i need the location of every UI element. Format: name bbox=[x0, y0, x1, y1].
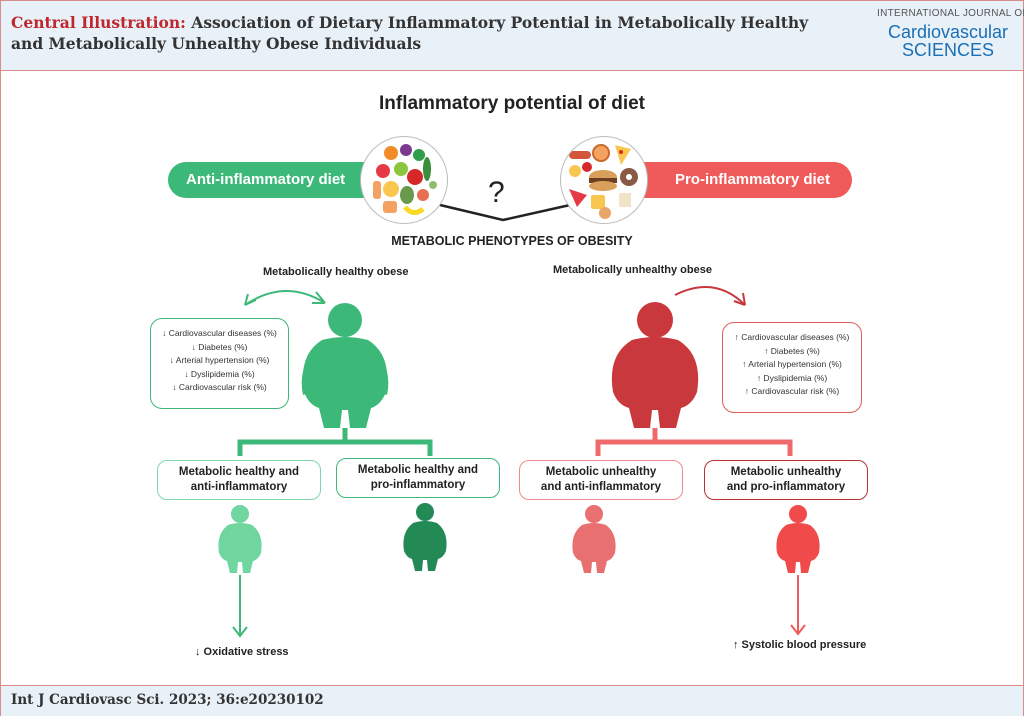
main-title: Inflammatory potential of diet bbox=[378, 93, 646, 114]
risk-item: ↑ Diabetes (%) bbox=[764, 345, 820, 356]
outcome-systolic-pressure: ↑ Systolic blood pressure bbox=[733, 639, 867, 651]
header-title-text: Association of Dietary Inflammatory Pote… bbox=[11, 13, 809, 53]
healthy-risk-box: ↓ Cardiovascular diseases (%) ↓ Diabetes… bbox=[150, 318, 289, 409]
unhealthy-risk-box: ↑ Cardiovascular diseases (%) ↑ Diabetes… bbox=[722, 322, 862, 413]
fruit-vegetable-icon bbox=[360, 136, 448, 224]
subgroup-line: and anti-inflammatory bbox=[540, 481, 662, 493]
risk-item: ↑ Cardiovascular risk (%) bbox=[744, 386, 840, 396]
subgroup-line: anti-inflammatory bbox=[190, 481, 288, 493]
journal-logo-top: INTERNATIONAL JOURNAL OF bbox=[877, 8, 1024, 19]
header-title: Central Illustration: Association of Die… bbox=[11, 12, 841, 54]
tree-connector-healthy bbox=[237, 428, 433, 456]
tree-connector-unhealthy bbox=[595, 428, 793, 456]
obese-person-icon bbox=[572, 505, 616, 573]
pro-inflammatory-diet-label: Pro-inflammatory diet bbox=[674, 171, 830, 188]
footer: Int J Cardiovasc Sci. 2023; 36:e20230102 bbox=[1, 685, 1023, 716]
subgroup-unhealthy-anti: Metabolic unhealthy and anti-inflammatory bbox=[519, 460, 683, 500]
question-mark: ? bbox=[488, 176, 505, 209]
subgroup-healthy-anti: Metabolic healthy and anti-inflammatory bbox=[157, 460, 321, 500]
curved-arrow-unhealthy bbox=[674, 286, 746, 306]
risk-item: ↓ Cardiovascular risk (%) bbox=[172, 382, 267, 392]
diet-connector-line bbox=[439, 203, 571, 222]
subgroup-line: pro-inflammatory bbox=[370, 479, 466, 491]
risk-item: ↓ Arterial hypertension (%) bbox=[169, 355, 270, 365]
fast-food-icon bbox=[560, 136, 648, 224]
obese-person-icon bbox=[403, 503, 447, 571]
obese-person-icon bbox=[218, 505, 262, 573]
healthy-obese-label: Metabolically healthy obese bbox=[263, 266, 409, 278]
header-title-lead: Central Illustration: bbox=[11, 13, 186, 32]
subgroup-line: Metabolic healthy and bbox=[178, 466, 300, 478]
anti-inflammatory-diet-label: Anti-inflammatory diet bbox=[186, 171, 346, 188]
journal-logo-bot: SCIENCES bbox=[901, 40, 995, 60]
citation: Int J Cardiovasc Sci. 2023; 36:e20230102 bbox=[11, 692, 324, 708]
pro-inflammatory-diet-pill: Pro-inflammatory diet bbox=[616, 162, 852, 198]
risk-item: ↑ Dyslipidemia (%) bbox=[756, 372, 828, 383]
risk-item: ↑ Cardiovascular diseases (%) bbox=[734, 332, 850, 342]
unhealthy-obese-label: Metabolically unhealthy obese bbox=[553, 264, 712, 276]
journal-logo: INTERNATIONAL JOURNAL OF Cardiovascular … bbox=[877, 8, 1024, 60]
obese-person-icon bbox=[301, 303, 389, 428]
subgroup-line: Metabolic healthy and bbox=[357, 464, 479, 476]
subgroup-line: Metabolic unhealthy bbox=[545, 466, 657, 478]
obese-person-icon bbox=[611, 302, 699, 428]
subgroup-healthy-pro: Metabolic healthy and pro-inflammatory bbox=[336, 458, 500, 498]
obese-person-icon bbox=[776, 505, 820, 573]
risk-item: ↓ Cardiovascular diseases (%) bbox=[162, 328, 277, 338]
outcome-oxidative-stress: ↓ Oxidative stress bbox=[195, 646, 289, 658]
subgroup-unhealthy-pro: Metabolic unhealthy and pro-inflammatory bbox=[704, 460, 868, 500]
journal-logo-mid: Cardiovascular bbox=[887, 22, 1009, 42]
risk-item: ↑ Arterial hypertension (%) bbox=[742, 359, 842, 369]
phenotypes-heading: METABOLIC PHENOTYPES OF OBESITY bbox=[391, 234, 633, 248]
subgroup-line: Metabolic unhealthy bbox=[730, 466, 842, 478]
risk-item: ↓ Diabetes (%) bbox=[191, 341, 248, 352]
curved-arrow-healthy bbox=[244, 290, 326, 306]
header: Central Illustration: Association of Die… bbox=[1, 1, 1024, 71]
subgroup-line: and pro-inflammatory bbox=[726, 481, 846, 493]
risk-item: ↓ Dyslipidemia (%) bbox=[184, 368, 255, 379]
